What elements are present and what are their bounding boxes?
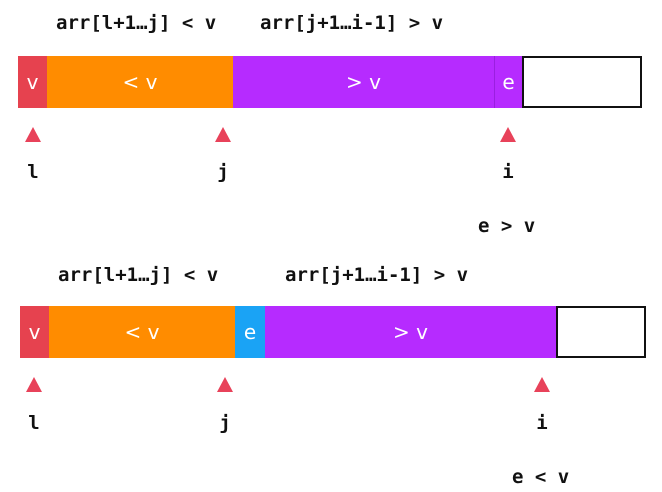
i-marker-icon xyxy=(500,127,516,142)
range-greater-label: arr[j+1…i-1] > v xyxy=(260,12,444,34)
range-less-label: arr[l+1…j] < v xyxy=(56,12,217,34)
current-element-label: e xyxy=(243,320,257,344)
array-bar: v < v e > v xyxy=(20,306,646,358)
index-l: l xyxy=(27,161,39,183)
j-marker-icon xyxy=(215,127,231,142)
index-l: l xyxy=(28,412,40,434)
range-greater-label: arr[j+1…i-1] > v xyxy=(285,264,469,286)
unprocessed-segment xyxy=(556,306,646,358)
i-marker-icon xyxy=(534,377,550,392)
greater-than-segment: > v xyxy=(265,306,556,358)
current-element-segment: e xyxy=(494,56,522,108)
index-i: i xyxy=(502,161,514,183)
less-than-segment: < v xyxy=(47,56,233,108)
range-less-label: arr[l+1…j] < v xyxy=(58,264,219,286)
greater-than-label: > v xyxy=(346,70,381,94)
pivot-segment: v xyxy=(18,56,47,108)
index-j: j xyxy=(219,412,231,434)
condition-label: e > v xyxy=(478,215,536,237)
less-than-segment: < v xyxy=(49,306,235,358)
l-marker-icon xyxy=(25,127,41,142)
array-bar: v < v > v e xyxy=(18,56,642,108)
l-marker-icon xyxy=(26,377,42,392)
unprocessed-segment xyxy=(522,56,642,108)
index-i: i xyxy=(536,412,548,434)
pivot-segment: v xyxy=(20,306,49,358)
current-element-segment: e xyxy=(235,306,265,358)
index-j: j xyxy=(217,161,229,183)
greater-than-segment: > v xyxy=(233,56,494,108)
condition-label: e < v xyxy=(512,466,570,488)
less-than-label: < v xyxy=(124,320,160,344)
pivot-label: v xyxy=(26,70,39,94)
current-element-label: e xyxy=(502,70,515,94)
pivot-label: v xyxy=(28,320,41,344)
less-than-label: < v xyxy=(122,70,158,94)
greater-than-label: > v xyxy=(393,320,428,344)
j-marker-icon xyxy=(217,377,233,392)
